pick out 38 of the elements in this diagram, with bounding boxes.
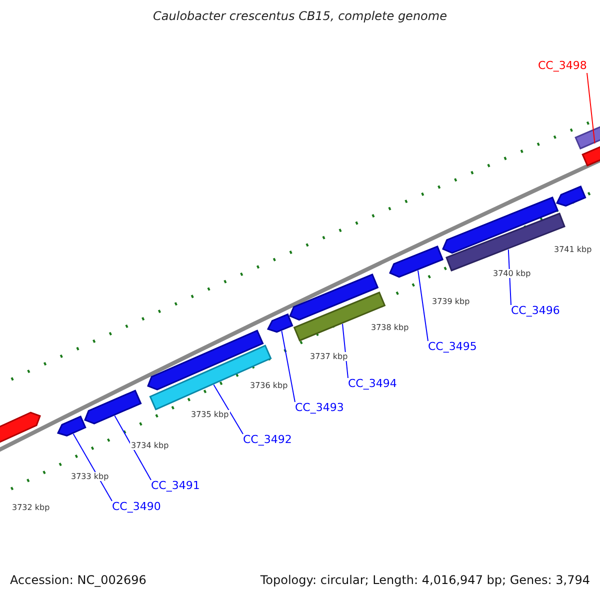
- tick-label: 3734 kbp: [130, 441, 170, 450]
- gene-feature: [0, 412, 41, 444]
- leader-line: [114, 415, 152, 480]
- tick-label: 3738 kbp: [370, 323, 410, 332]
- gene-label: CC_3491: [151, 480, 200, 493]
- gene-feature: [56, 416, 86, 436]
- gene-label: CC_3496: [511, 305, 560, 318]
- gene-feature: [389, 246, 444, 278]
- gene-label: CC_3490: [112, 501, 161, 514]
- genome-info-text: Topology: circular; Length: 4,016,947 bp; Genes: 3,794: [260, 574, 590, 588]
- gene-feature: [84, 390, 142, 424]
- gene-label: CC_3498: [538, 60, 587, 73]
- tick-label: 3736 kbp: [249, 381, 289, 390]
- title: Caulobacter crescentus CB15, complete genome: [152, 10, 448, 24]
- tick-label: 3741 kbp: [553, 245, 593, 254]
- gene-bar: [149, 344, 272, 410]
- tick-label: 3737 kbp: [309, 352, 349, 362]
- leader-line: [72, 433, 112, 502]
- leader-line: [281, 330, 296, 402]
- gene-label: CC_3494: [348, 378, 397, 391]
- tick-label: 3740 kbp: [492, 269, 532, 278]
- leader-line: [213, 384, 244, 434]
- leader-line: [508, 249, 512, 306]
- gene-feature: [556, 186, 586, 207]
- gene-label: CC_3492: [243, 434, 292, 447]
- tick-label: 3733 kbp: [70, 472, 110, 482]
- gene-bar: [574, 124, 600, 150]
- tick-label: 3732 kbp: [11, 503, 51, 512]
- gene-feature: [289, 274, 379, 321]
- leader-line: [586, 72, 596, 144]
- tick-label: 3735 kbp: [190, 410, 230, 420]
- tick-label: 3739 kbp: [431, 297, 471, 306]
- accession-text: Accession: NC_002696: [10, 574, 146, 588]
- gene-bar: [582, 144, 600, 166]
- gene-label: CC_3495: [428, 341, 477, 354]
- gene-feature: [266, 313, 294, 333]
- leader-line: [418, 270, 428, 342]
- gene-label: CC_3493: [295, 402, 344, 415]
